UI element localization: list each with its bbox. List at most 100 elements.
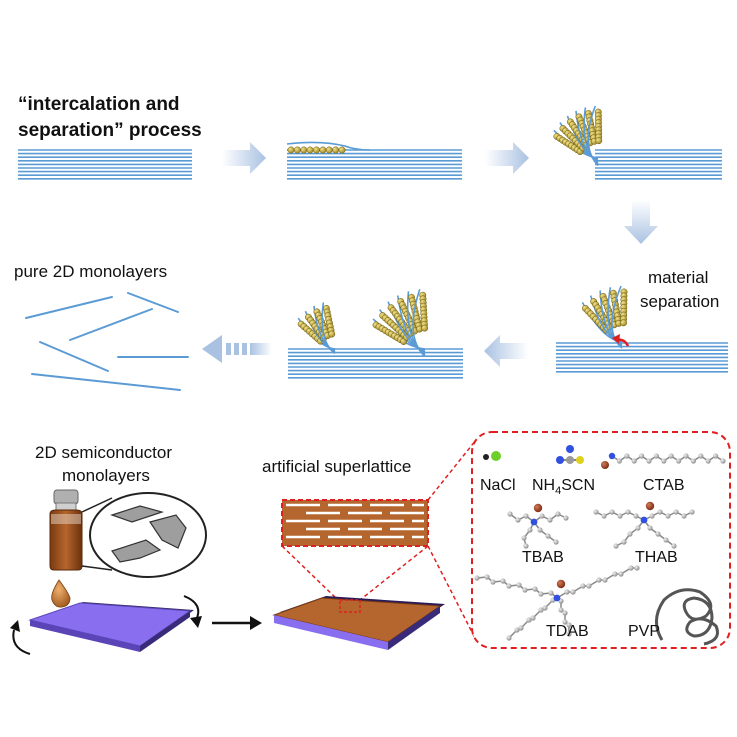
atom — [655, 531, 661, 537]
atom — [548, 590, 554, 596]
nitrogen-atom — [553, 594, 561, 602]
droplet-icon — [51, 579, 71, 608]
atom — [639, 453, 645, 459]
intercalant-beads-row — [286, 141, 371, 154]
na-ion-icon — [483, 454, 489, 460]
atom — [523, 543, 529, 549]
atom — [562, 619, 568, 625]
bead — [332, 146, 340, 154]
atom — [665, 513, 671, 519]
atom — [580, 583, 586, 589]
atom — [570, 589, 576, 595]
atom — [698, 453, 704, 459]
atom — [657, 509, 663, 515]
atom — [566, 622, 572, 628]
atom — [633, 513, 639, 519]
bromide-atom — [533, 503, 543, 513]
atom — [537, 527, 543, 533]
intercalation-stack — [287, 149, 462, 180]
atom — [562, 610, 568, 616]
tbab-label: TBAB — [522, 549, 564, 566]
atom — [586, 583, 592, 589]
tdab-molecule-icon — [474, 565, 640, 641]
atom — [668, 453, 674, 459]
fan-large — [372, 288, 429, 358]
bulk-layer-stack — [18, 149, 192, 180]
right-arrow-2 — [485, 142, 529, 174]
atom — [484, 574, 490, 580]
molecule-panel — [471, 431, 731, 649]
atom — [507, 511, 513, 517]
atom — [521, 535, 527, 541]
material-separation-line1: material — [648, 268, 708, 287]
atom — [713, 453, 719, 459]
pvp-polymer-icon — [655, 588, 719, 646]
atom — [690, 458, 697, 464]
atom — [663, 537, 669, 543]
down-arrow — [624, 200, 658, 244]
atom — [612, 571, 618, 577]
rotation-arrowhead-right — [190, 616, 202, 628]
atom — [627, 531, 633, 537]
atom — [705, 458, 711, 464]
atom — [527, 527, 533, 533]
atom — [635, 525, 641, 531]
process-title-line1: “intercalation and — [18, 94, 180, 115]
pvp-label: PVP — [628, 623, 660, 640]
rotation-arrowhead-left — [10, 620, 20, 632]
rotation-arrow-left — [12, 629, 31, 655]
atom — [601, 513, 607, 519]
tbab-molecule-icon — [507, 503, 569, 549]
atom — [646, 458, 652, 464]
ctab-molecule-icon — [601, 452, 726, 469]
atom — [617, 513, 623, 519]
nh4scn-label: NH4SCN — [532, 477, 595, 497]
atom — [681, 513, 687, 519]
atom — [625, 509, 631, 515]
atom — [564, 589, 570, 595]
peeling-layer — [286, 141, 371, 151]
atom — [683, 453, 689, 459]
right-arrow-1 — [222, 142, 266, 174]
bead — [287, 146, 295, 154]
atom — [538, 607, 544, 613]
superlattice-zoom — [281, 499, 429, 547]
bead — [328, 330, 336, 338]
atom — [518, 625, 524, 631]
atom — [634, 565, 640, 571]
atom — [506, 583, 512, 589]
atom — [613, 543, 619, 549]
atom — [609, 509, 615, 515]
substrate-plate — [28, 602, 194, 652]
atom — [563, 515, 569, 521]
peeled-layer — [587, 105, 599, 167]
atom — [515, 517, 521, 523]
remaining-stack — [556, 342, 728, 373]
atom — [523, 513, 529, 519]
bromide-atom — [601, 461, 609, 469]
atom — [631, 458, 637, 464]
atom — [647, 525, 653, 531]
atom — [553, 539, 559, 545]
left-arrow — [484, 335, 528, 367]
bead — [293, 146, 301, 154]
peeled-layer — [611, 285, 623, 349]
transfer-arrowhead — [250, 616, 262, 630]
atom — [618, 571, 624, 577]
atom — [547, 517, 553, 523]
nacl-label: NaCl — [480, 477, 516, 494]
cl-ion-icon — [491, 451, 501, 461]
atom — [566, 631, 572, 637]
pure-monolayers-label: pure 2D monolayers — [14, 262, 167, 281]
bromide-atom — [556, 579, 566, 589]
flake-zoom-circle — [89, 492, 207, 578]
ctab-label: CTAB — [643, 477, 684, 494]
atom — [558, 607, 564, 613]
semiconductor-label-line1: 2D semiconductor — [35, 443, 172, 462]
atom — [616, 458, 623, 464]
fan-small — [297, 302, 336, 355]
atom — [516, 582, 522, 588]
thab-molecule-icon — [593, 501, 695, 549]
atom — [474, 575, 480, 581]
